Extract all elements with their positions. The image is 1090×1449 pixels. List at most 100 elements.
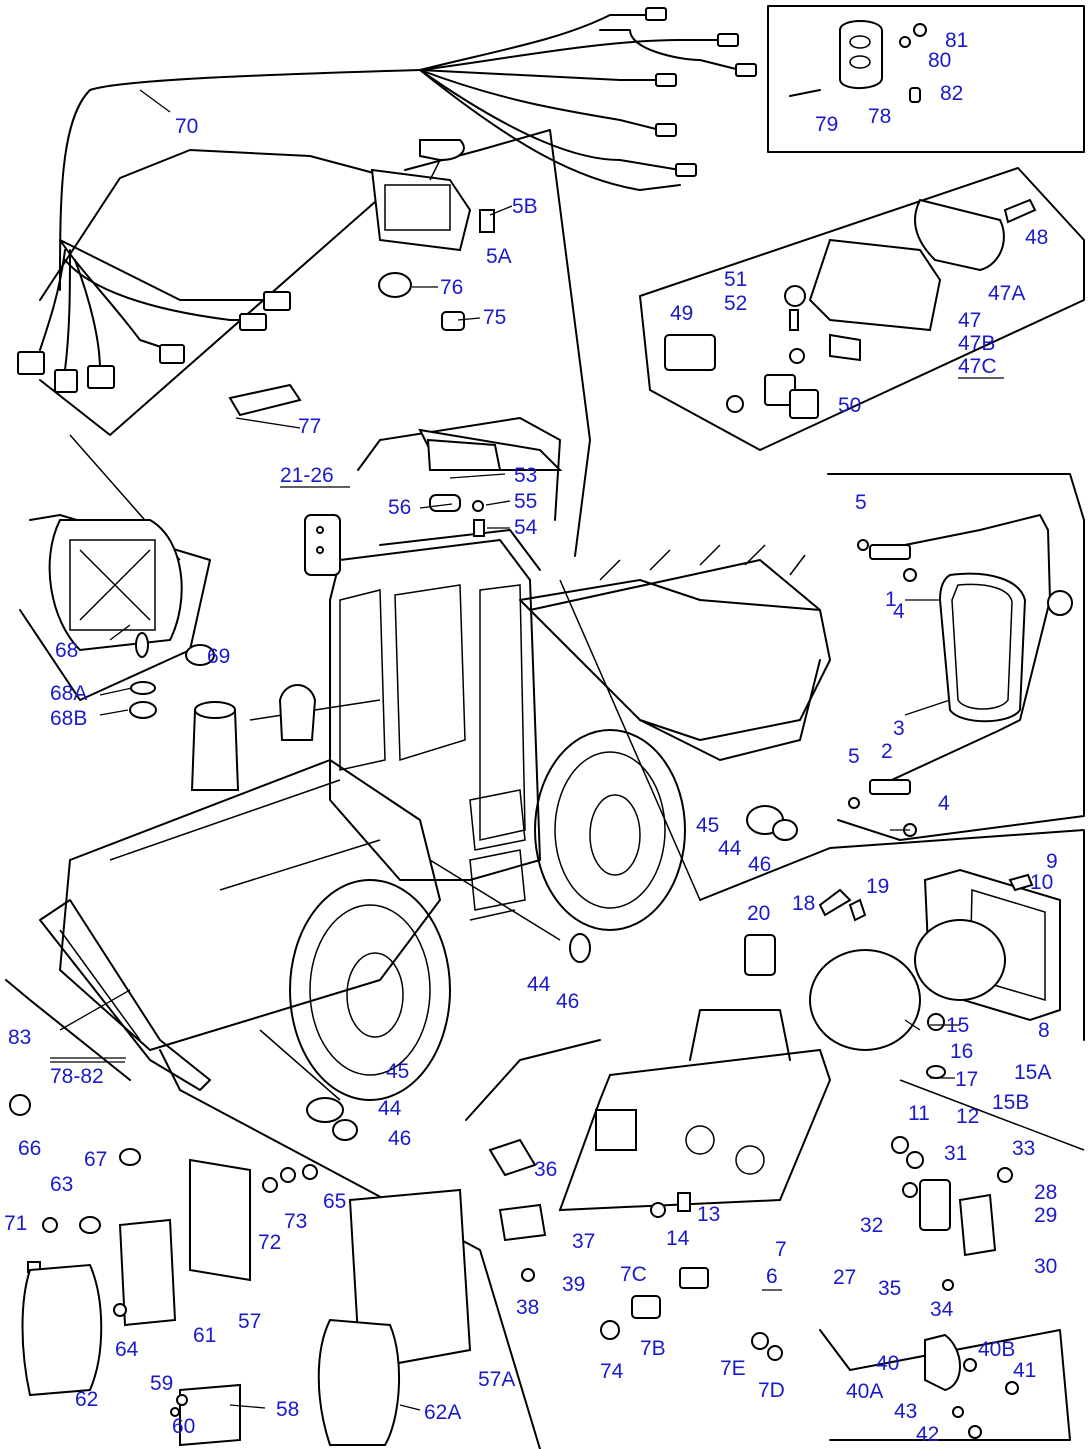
callout-16: 16 (950, 1040, 973, 1063)
leader-lines (50, 89, 960, 1411)
callout-39: 39 (562, 1273, 585, 1296)
work-lamp-rear (370, 139, 495, 331)
callout-65: 65 (323, 1190, 346, 1213)
callout-78-82: 78-82 (50, 1065, 104, 1088)
callout-58: 58 (276, 1398, 299, 1421)
callout-20: 20 (747, 902, 770, 925)
callout-31: 31 (944, 1142, 967, 1165)
callout-10: 10 (1030, 871, 1053, 894)
callout-64: 64 (115, 1338, 139, 1361)
callout-63: 63 (50, 1173, 73, 1196)
callout-32: 32 (860, 1214, 883, 1237)
callout-46-rear: 46 (388, 1127, 411, 1150)
callout-6: 6 (766, 1265, 778, 1288)
lamp-box (558, 1009, 832, 1212)
callout-52: 52 (724, 292, 747, 315)
callout-36: 36 (534, 1158, 557, 1181)
callout-5B: 5B (512, 195, 538, 218)
callout-12: 12 (956, 1105, 979, 1128)
callout-76: 76 (440, 276, 463, 299)
callout-5-lower: 5 (848, 745, 860, 768)
callout-47C: 47C (958, 355, 997, 378)
license-lamp-inset (789, 20, 927, 103)
callout-66: 66 (18, 1137, 41, 1160)
callout-68A: 68A (50, 682, 87, 705)
callout-40A: 40A (846, 1380, 883, 1403)
callout-62A: 62A (424, 1401, 461, 1424)
callout-44-mid: 44 (527, 973, 551, 996)
callout-79: 79 (815, 113, 838, 136)
callout-3: 3 (893, 717, 905, 740)
callout-45-rear: 45 (386, 1060, 409, 1083)
callout-37: 37 (572, 1230, 595, 1253)
wheels (289, 729, 686, 1101)
callout-7E: 7E (720, 1357, 746, 1380)
side-mirror (848, 514, 1073, 837)
callout-2: 2 (881, 740, 893, 763)
callout-75: 75 (483, 306, 506, 329)
callout-42: 42 (916, 1423, 939, 1446)
callout-30: 30 (1034, 1255, 1057, 1278)
callout-17: 17 (955, 1068, 978, 1091)
callout-1: 1 (885, 588, 897, 611)
callout-43: 43 (894, 1400, 917, 1423)
callout-4: 4 (893, 600, 905, 623)
callout-70: 70 (175, 115, 198, 138)
callout-59: 59 (150, 1372, 173, 1395)
callout-51: 51 (724, 268, 747, 291)
callout-45: 45 (696, 814, 719, 837)
callout-7: 7 (775, 1238, 787, 1261)
wheel-loader-body (39, 428, 831, 1091)
callout-77: 77 (298, 415, 321, 438)
callout-11: 11 (908, 1102, 930, 1125)
callout-48: 48 (1025, 226, 1048, 249)
callout-34: 34 (930, 1298, 954, 1321)
callout-5: 5 (855, 491, 867, 514)
callout-72: 72 (258, 1231, 281, 1254)
callout-47B: 47B (958, 332, 995, 355)
callout-50: 50 (838, 394, 861, 417)
headlamp (809, 868, 1061, 1079)
callout-41: 41 (1013, 1359, 1036, 1382)
callout-40: 40 (876, 1352, 899, 1375)
callout-82: 82 (940, 82, 963, 105)
callout-44-rear: 44 (378, 1097, 402, 1120)
work-lamp-left (48, 519, 215, 719)
callout-68B: 68B (50, 707, 87, 730)
callout-7C: 7C (620, 1263, 647, 1286)
callout-46: 46 (748, 853, 771, 876)
callout-61: 61 (193, 1324, 216, 1347)
work-lamp-front (664, 198, 1037, 419)
callout-35: 35 (878, 1277, 901, 1300)
callout-9: 9 (1046, 850, 1058, 873)
callout-67: 67 (84, 1148, 107, 1171)
callout-74: 74 (600, 1360, 624, 1383)
callout-labels: 70 81 80 79 78 82 5B 5A 76 75 48 47A 51 … (4, 29, 1058, 1446)
callout-60: 60 (172, 1415, 195, 1438)
callout-55: 55 (514, 490, 537, 513)
callout-27: 27 (833, 1266, 856, 1289)
callout-57: 57 (238, 1310, 261, 1333)
callout-5A: 5A (486, 245, 512, 268)
callout-21-26: 21-26 (280, 464, 334, 487)
callout-33: 33 (1012, 1137, 1035, 1160)
callout-68: 68 (55, 639, 78, 662)
callout-71: 71 (4, 1212, 27, 1235)
callout-78: 78 (868, 105, 891, 128)
callout-56: 56 (388, 496, 411, 519)
callout-53: 53 (514, 464, 537, 487)
callout-46-mid: 46 (556, 990, 579, 1013)
callout-19: 19 (866, 875, 889, 898)
callout-49: 49 (670, 302, 693, 325)
callout-15B: 15B (992, 1091, 1029, 1114)
callout-69: 69 (207, 645, 230, 668)
callout-14: 14 (666, 1227, 690, 1250)
wiring-harness (17, 7, 757, 393)
callout-47: 47 (958, 309, 981, 332)
callout-83: 83 (8, 1026, 31, 1049)
callout-underlines (50, 377, 1004, 1291)
callout-40B: 40B (978, 1338, 1015, 1361)
callout-15: 15 (946, 1014, 969, 1037)
callout-57A: 57A (478, 1368, 515, 1391)
